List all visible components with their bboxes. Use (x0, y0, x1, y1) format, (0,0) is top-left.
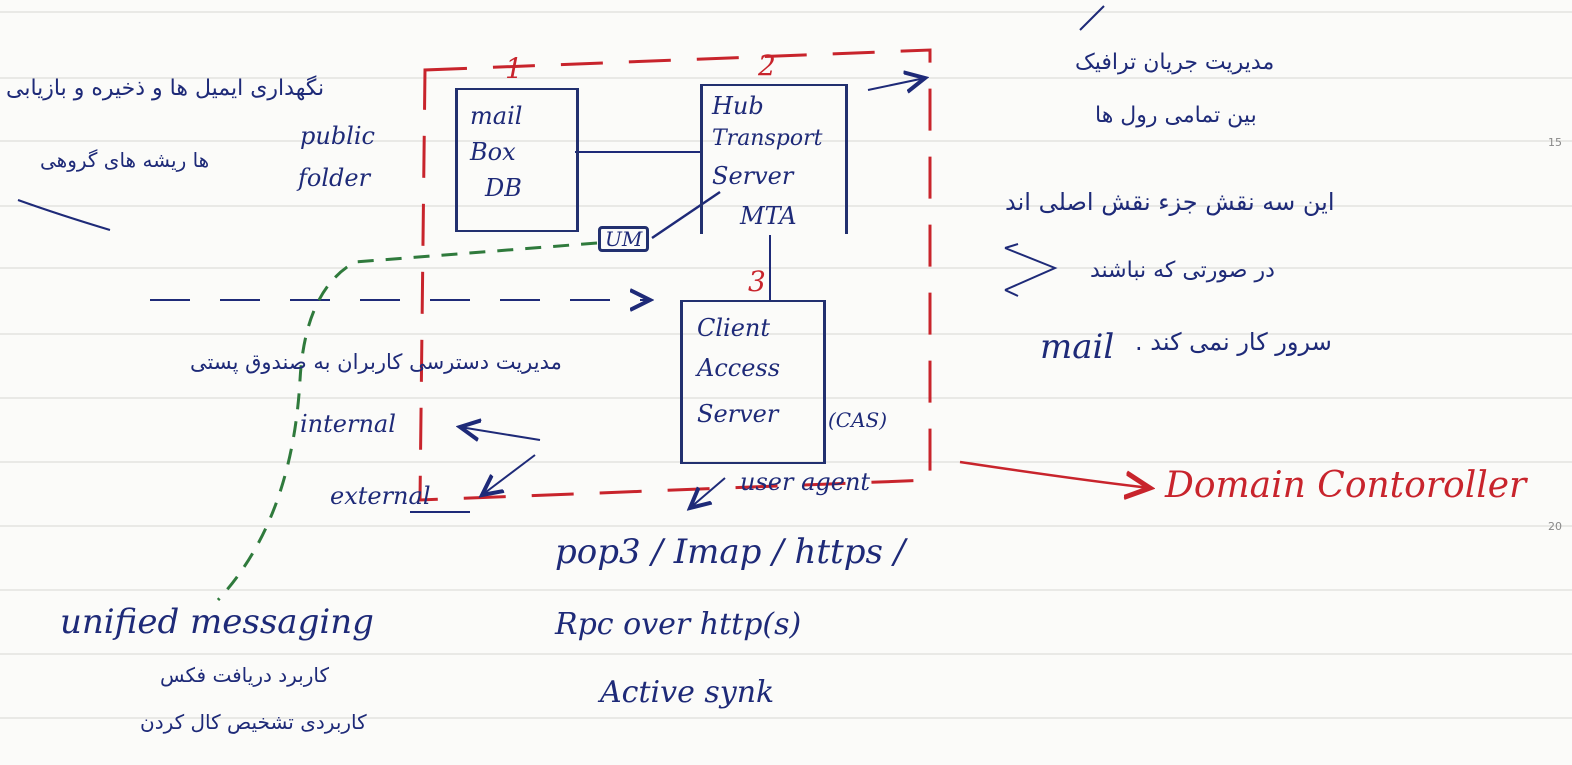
roles-note-2: در صورتی که نباشند (1090, 258, 1275, 283)
cas-server-number: 3 (748, 265, 766, 298)
hub-note-2: بین تمامی رول ها (1095, 103, 1257, 128)
mailbox-line-1: mail (470, 102, 523, 130)
um-dashed-curve (216, 241, 598, 602)
protocols-line-2: Rpc over http(s) (555, 607, 802, 642)
margin-number-15: 15 (1548, 136, 1562, 149)
user-agent-arrow (690, 477, 726, 508)
margin-number-20: 20 (1548, 520, 1562, 533)
left-swoop (17, 199, 111, 231)
tick-mark (1079, 5, 1105, 31)
hub-note-1: مدیریت جریان ترافیک (1075, 50, 1275, 75)
mailbox-line-2: Box (470, 138, 516, 166)
hub-line-4: MTA (740, 202, 797, 230)
mailbox-line-3: DB (485, 174, 522, 202)
unified-note-2: کاربردی تشخیص کال کردن (140, 710, 367, 734)
protocols-line-3: Active synk (600, 675, 775, 710)
domain-controller-label: Domain Contoroller (1165, 465, 1527, 506)
roles-note-1: این سه نقش جزء نقش اصلی اند (1005, 188, 1335, 216)
protocols-line-1: pop3 / Imap / https / (555, 532, 906, 572)
hub-out-arrow (867, 78, 925, 90)
hub-line-1: Hub (712, 92, 764, 120)
unified-note-1: کاربرد دریافت فکس (160, 663, 330, 687)
mailbox-note: نگهداری ایمیل ها و ذخیره و بازیابی (6, 76, 325, 101)
folder-label: folder (298, 164, 371, 192)
domain-controller-arrow (959, 460, 1150, 488)
cas-server-box (680, 300, 826, 464)
hub-line-2: Transport (712, 126, 823, 151)
cas-note: مدیریت دسترسی کاربران به صندوق پستی (190, 350, 562, 374)
roles-note-3-rest: سرور کار نمی کند . (1135, 328, 1332, 356)
unified-messaging-title: unified messaging (60, 602, 374, 642)
hub-line-3: Server (712, 162, 794, 190)
um-box: UM (598, 226, 650, 252)
hub-server-box (700, 84, 848, 234)
cas-line-3: Server (697, 400, 779, 428)
cas-line-1: Client (697, 314, 771, 342)
arrow-to-external (482, 454, 536, 495)
roles-note-3-mail: mail (1040, 327, 1115, 367)
arrow-to-internal (460, 427, 541, 440)
double-arrow (1004, 247, 1058, 291)
exchange-boundary (418, 48, 932, 502)
mailbox-server-box (455, 88, 579, 232)
um-hub-connector (651, 190, 721, 240)
external-label: external (330, 482, 431, 510)
cas-line-2: Access (697, 354, 781, 382)
internal-label: internal (300, 410, 396, 438)
cas-abbr: (CAS) (828, 408, 888, 432)
user-agent-label: user agent (740, 468, 871, 496)
folder-note: ها ریشه های گروهی (40, 148, 210, 172)
public-label: public (300, 122, 375, 150)
mailbox-server-number: 1 (505, 52, 523, 85)
hub-server-number: 2 (758, 49, 776, 82)
